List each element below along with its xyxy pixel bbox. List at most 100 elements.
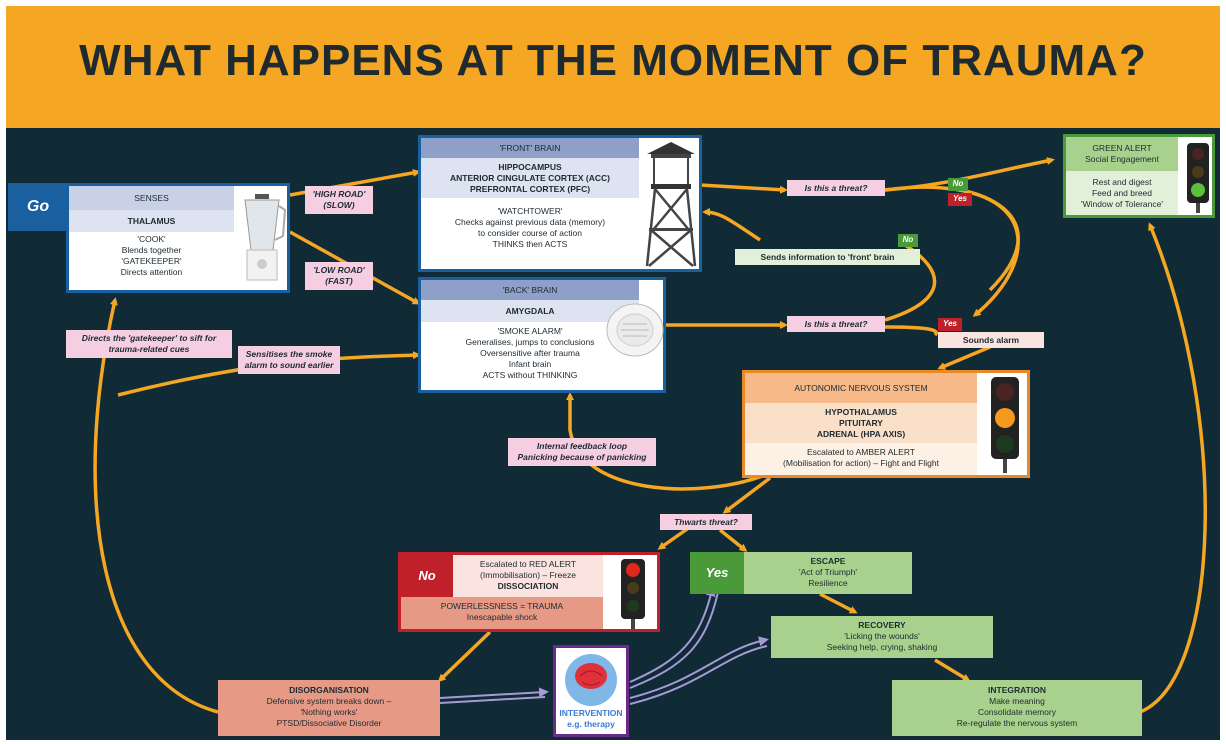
green-body: Rest and digest Feed and breed 'Window o… [1066,171,1178,215]
senses-header: SENSES [69,186,234,210]
disorg-line: DISORGANISATION [289,685,369,695]
ans-sub-line: ADRENAL (HPA AXIS) [816,429,906,439]
back-line: Generalises, jumps to conclusions [465,337,595,347]
gatekeeper-line: Directs the 'gatekeeper' to sift for [81,333,217,343]
arrow-threat-yes-to-back-threat [959,188,1020,317]
arrow-red-to-disorg [437,630,492,683]
intervention-box: INTERVENTION e.g. therapy [553,645,629,737]
ans-box: AUTONOMIC NERVOUS SYSTEM HYPOTHALAMUS PI… [742,370,1030,478]
back-sub-text: AMYGDALA [505,306,555,316]
red-body: POWERLESSNESS = TRAUMA Inescapable shock [401,597,603,629]
intervention-line: e.g. therapy [567,719,615,729]
go-tab: Go [8,183,68,231]
red-line: Escalated to RED ALERT [479,559,577,569]
front-header: 'FRONT' BRAIN [421,138,639,158]
front-sub-line: PREFRONTAL CORTEX (PFC) [469,184,591,194]
smoke-alarm-icon [605,290,665,370]
back-sub: AMYGDALA [421,300,639,322]
ans-line: Escalated to AMBER ALERT [806,447,916,457]
back-line: 'SMOKE ALARM' [497,326,563,336]
label-threat-1: Is this a threat? [787,180,885,196]
red-alert-box: No Escalated to RED ALERT (Immobilisatio… [398,552,660,632]
senses-line: Directs attention [120,267,183,277]
green-alert-box: GREEN ALERT Social Engagement Rest and d… [1063,134,1215,218]
label-high-road: 'HIGH ROAD' (SLOW) [305,186,373,214]
go-label: Go [26,198,50,215]
recovery-line: 'Licking the wounds' [844,631,920,641]
ans-header-text: AUTONOMIC NERVOUS SYSTEM [794,383,928,393]
back-body: 'SMOKE ALARM' Generalises, jumps to conc… [421,326,639,381]
label-gatekeeper: Directs the 'gatekeeper' to sift for tra… [66,330,232,358]
back-header-text: 'BACK' BRAIN [502,285,558,295]
arrow-threat-to-sounds [884,325,938,337]
tag-no-1: No [948,178,968,191]
intervention-line: INTERVENTION [559,708,623,718]
front-line: THINKS then ACTS [492,239,568,249]
green-line: Social Engagement [1085,154,1159,164]
green-header: GREEN ALERT Social Engagement [1066,137,1178,171]
back-brain-box: 'BACK' BRAIN AMYGDALA 'SMOKE ALARM' Gene… [418,277,666,393]
tag-yes-2-text: Yes [943,319,957,328]
disorg-line: Defensive system breaks down – [266,696,392,706]
label-sensitises: Sensitises the smoke alarm to sound earl… [238,346,340,374]
senses-header-text: SENSES [134,193,169,203]
sensitises-line: alarm to sound earlier [244,360,334,370]
low-road-line: (FAST) [325,276,353,286]
gatekeeper-line: trauma-related cues [108,344,190,354]
blender-icon [237,192,287,286]
senses-sub: THALAMUS [69,210,234,232]
thwarts-text: Thwarts threat? [674,517,738,527]
label-threat-2: Is this a threat? [787,316,885,332]
red-no-text: No [418,568,436,583]
label-low-road: 'LOW ROAD' (FAST) [305,262,373,290]
escape-yes-tag: Yes [690,552,744,594]
back-line: ACTS without THINKING [482,370,578,380]
senses-line: 'GATEKEEPER' [121,256,182,266]
traffic-light-red-icon [617,559,649,629]
integration-line: Make meaning [989,696,1045,706]
low-road-line: 'LOW ROAD' [313,265,365,275]
front-brain-box: 'FRONT' BRAIN HIPPOCAMPUS ANTERIOR CINGU… [418,135,702,272]
arrow-to-escape [718,528,748,552]
ans-header: AUTONOMIC NERVOUS SYSTEM [745,373,977,403]
front-sub: HIPPOCAMPUS ANTERIOR CINGULATE CORTEX (A… [421,158,639,198]
red-line: (Immobilisation) – Freeze [480,570,576,580]
front-sub-line: ANTERIOR CINGULATE CORTEX (ACC) [450,173,610,183]
integration-line: Consolidate memory [978,707,1056,717]
arrow-to-red [657,525,692,550]
integration-line: INTEGRATION [988,685,1046,695]
ans-line: (Mobilisation for action) – Fight and Fl… [783,458,939,468]
escape-line: Resilience [808,578,848,588]
arrow-threat-to-green [884,157,1055,192]
escape-line: ESCAPE [810,556,846,566]
green-line: 'Window of Tolerance' [1081,199,1163,209]
arrow-disorg-to-senses [93,297,219,714]
green-line: GREEN ALERT [1092,143,1152,153]
arrow-recovery-to-integration [934,658,971,682]
senses-line: 'COOK' [137,234,166,244]
escape-line: 'Act of Triumph' [798,567,858,577]
header-banner: WHAT HAPPENS AT THE MOMENT OF TRAUMA? [6,6,1220,128]
arrow-intervention-to-recovery [629,636,769,699]
high-road-line: (SLOW) [323,200,355,210]
threat-1-text: Is this a threat? [804,183,868,193]
arrow-ans-down [722,476,772,514]
feedback-line: Panicking because of panicking [517,452,647,462]
front-line: 'WATCHTOWER' [497,206,563,216]
senses-body: 'COOK' Blends together 'GATEKEEPER' Dire… [69,234,234,278]
arrow-sounds-to-ans [937,345,991,370]
recovery-line: RECOVERY [858,620,906,630]
arrow-escape-to-recovery [819,592,858,614]
sounds-alarm-text: Sounds alarm [962,335,1020,345]
front-body: 'WATCHTOWER' Checks against previous dat… [421,206,639,250]
integration-line: Re-regulate the nervous system [956,718,1078,728]
traffic-light-green-icon [1184,143,1212,213]
threat-2-text: Is this a threat? [804,319,868,329]
back-line: Oversensitive after trauma [480,348,580,358]
escape-box: Yes ESCAPE 'Act of Triumph' Resilience [690,552,912,594]
back-header: 'BACK' BRAIN [421,280,639,300]
green-line: Rest and digest [1092,177,1152,187]
ans-body: Escalated to AMBER ALERT (Mobilisation f… [745,443,977,475]
senses-sub-text: THALAMUS [127,216,176,226]
ans-sub-line: HYPOTHALAMUS [825,407,897,417]
